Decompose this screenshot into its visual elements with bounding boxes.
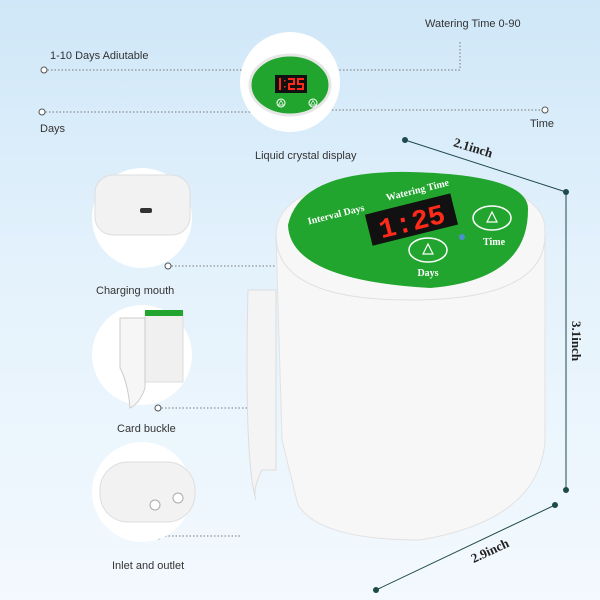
- label-lcd: Liquid crystal display: [255, 150, 357, 162]
- inlet-detail: [99, 461, 196, 523]
- time-button-label: Time: [483, 237, 506, 248]
- label-inlet-outlet: Inlet and outlet: [112, 560, 185, 572]
- charging-detail: [94, 174, 191, 236]
- label-charging: Charging mouth: [96, 285, 175, 297]
- card-buckle-clip: [246, 289, 277, 501]
- label-days: Days: [40, 123, 66, 135]
- dimension-height: 3.1inch: [569, 320, 585, 362]
- time-button[interactable]: [472, 205, 512, 231]
- time-up-arrow-icon: [486, 210, 498, 223]
- lcd-detail: [248, 53, 332, 117]
- label-time: Time: [530, 118, 555, 130]
- led-display: [364, 193, 459, 246]
- days-button[interactable]: [408, 237, 448, 263]
- buckle-detail: [119, 310, 184, 409]
- label-watering-time: Watering Time 0-90: [425, 18, 521, 30]
- days-button-label: Days: [417, 268, 438, 279]
- lcd-detail-digits: [279, 78, 304, 90]
- main-device: 1:25 Interval Days Watering Time Days Ti…: [246, 171, 546, 541]
- days-up-arrow-icon: [422, 242, 434, 255]
- label-days-adjustable: 1-10 Days Adiutable: [50, 50, 149, 62]
- label-card-buckle: Card buckle: [117, 423, 176, 435]
- dimension-lines: [375, 139, 567, 591]
- usb-port-icon: [140, 208, 152, 213]
- dimension-dots: [373, 137, 569, 593]
